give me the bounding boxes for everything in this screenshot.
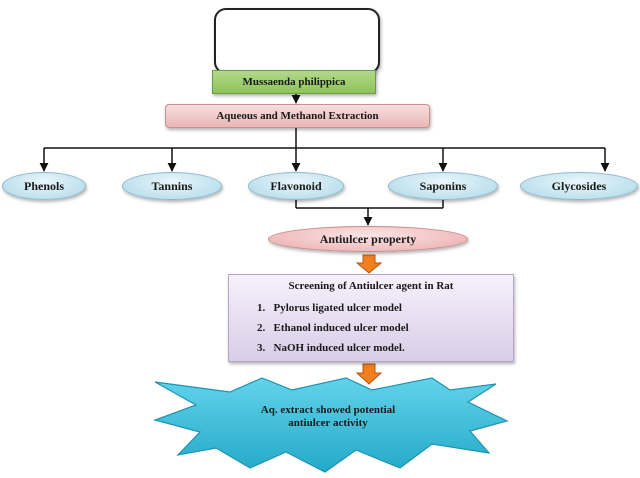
plant-photo-frame <box>214 8 380 74</box>
model-item: 1. Pylorus ligated ulcer model <box>257 302 402 314</box>
compound-label: Glycosides <box>551 179 607 193</box>
extraction-label: Aqueous and Methanol Extraction <box>216 110 379 122</box>
extraction-box: Aqueous and Methanol Extraction <box>165 104 430 128</box>
result-text-line2: antiulcer activity <box>288 417 368 429</box>
compound-saponins: Saponins <box>388 172 498 200</box>
model-item: 2. Ethanol induced ulcer model <box>257 322 409 334</box>
model-number: 3. <box>257 342 266 354</box>
result-burst-shape <box>153 377 509 473</box>
species-box: Mussaenda philippica <box>212 70 376 94</box>
screening-title: Screening of Antiulcer agent in Rat <box>288 280 454 292</box>
down-arrow-icon <box>355 363 383 385</box>
model-item: 3. NaOH induced ulcer model. <box>257 342 405 354</box>
result-text-line1: Aq. extract showed potential <box>260 404 396 416</box>
compound-flavonoid: Flavonoid <box>248 172 344 200</box>
species-label: Mussaenda philippica <box>242 76 346 88</box>
compound-label: Flavonoid <box>270 179 322 193</box>
down-arrow-icon <box>355 254 383 274</box>
antiulcer-label: Antiulcer property <box>319 232 417 246</box>
compound-label: Phenols <box>23 179 64 193</box>
compound-label: Tannins <box>151 179 193 193</box>
compound-tannins: Tannins <box>122 172 222 200</box>
model-label: NaOH induced ulcer model. <box>273 342 405 354</box>
compound-glycosides: Glycosides <box>520 172 638 200</box>
model-label: Ethanol induced ulcer model <box>273 322 409 334</box>
screening-box: Screening of Antiulcer agent in Rat 1. P… <box>228 274 514 362</box>
antiulcer-property-pill: Antiulcer property <box>268 226 468 252</box>
compound-phenols: Phenols <box>2 172 86 200</box>
model-number: 2. <box>257 322 266 334</box>
model-label: Pylorus ligated ulcer model <box>273 302 402 314</box>
model-number: 1. <box>257 302 266 314</box>
compound-label: Saponins <box>419 179 467 193</box>
